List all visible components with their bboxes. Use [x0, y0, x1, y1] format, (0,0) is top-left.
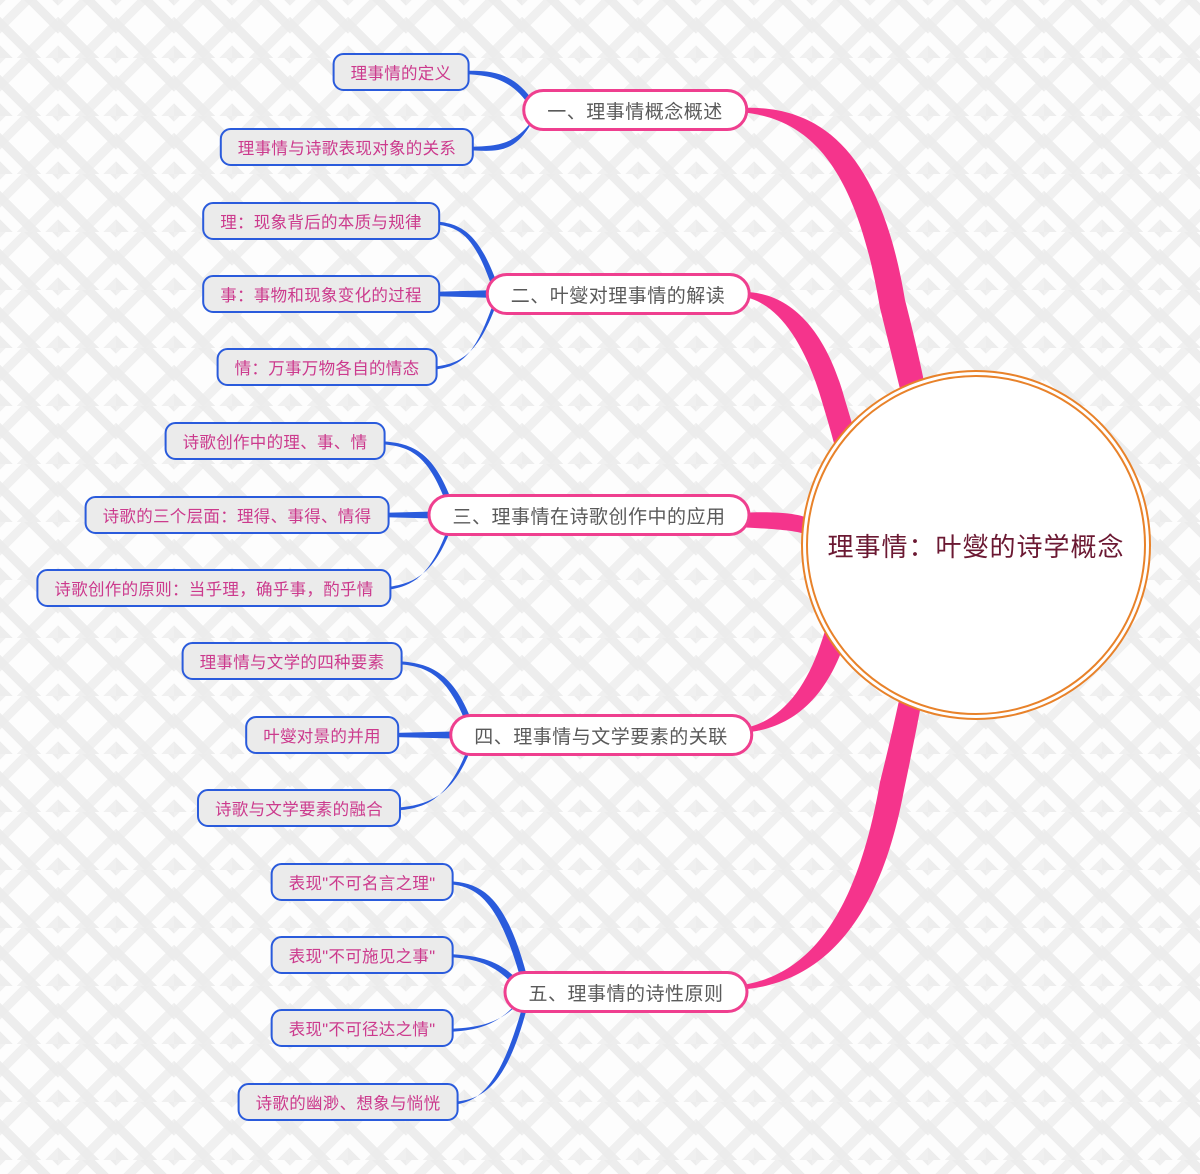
leaf-node-3-3[interactable]: 诗歌创作的原则：当乎理，确乎事，酌乎情 — [36, 569, 392, 607]
branch-node-5-label: 五、理事情的诗性原则 — [528, 983, 724, 1005]
leaf-node-2-3-label: 情：万事万物各自的情态 — [234, 360, 420, 378]
leaf-node-2-1-label: 理：现象背后的本质与规律 — [220, 214, 422, 232]
leaf-node-4-1-label: 理事情与文学的四种要素 — [199, 654, 385, 672]
leaf-node-5-3-label: 表现"不可径达之情" — [288, 1021, 436, 1039]
leaf-node-4-3-label: 诗歌与文学要素的融合 — [215, 801, 383, 819]
leaf-node-5-1-label: 表现"不可名言之理" — [288, 875, 436, 893]
branch-node-1[interactable]: 一、理事情概念概述 — [522, 89, 748, 131]
branch-node-4[interactable]: 四、理事情与文学要素的关联 — [449, 714, 753, 756]
leaf-connector-5-4 — [449, 1004, 528, 1105]
leaf-node-1-1-label: 理事情的定义 — [350, 65, 452, 83]
leaf-node-4-1[interactable]: 理事情与文学的四种要素 — [181, 642, 403, 680]
trunk-connector-1 — [740, 107, 932, 438]
leaf-node-5-4[interactable]: 诗歌的幽渺、想象与惝恍 — [237, 1083, 459, 1121]
leaf-node-5-2[interactable]: 表现"不可施见之事" — [270, 936, 454, 974]
branch-node-3-label: 三、理事情在诗歌创作中的应用 — [452, 506, 726, 528]
leaf-node-4-2[interactable]: 叶燮对景的并用 — [245, 716, 399, 754]
branch-node-2-label: 二、叶燮对理事情的解读 — [510, 285, 726, 307]
leaf-node-2-2[interactable]: 事：事物和现象变化的过程 — [202, 275, 440, 313]
leaf-node-3-1-label: 诗歌创作中的理、事、情 — [182, 434, 368, 452]
leaf-node-5-2-label: 表现"不可施见之事" — [288, 948, 436, 966]
leaf-node-4-3[interactable]: 诗歌与文学要素的融合 — [197, 789, 401, 827]
root-node-label: 理事情：叶燮的诗学概念 — [827, 531, 1125, 562]
leaf-node-5-1[interactable]: 表现"不可名言之理" — [270, 863, 454, 901]
root-node[interactable]: 理事情：叶燮的诗学概念 — [806, 375, 1146, 715]
leaf-node-3-3-label: 诗歌创作的原则：当乎理，确乎事，酌乎情 — [54, 581, 374, 599]
branch-node-4-label: 四、理事情与文学要素的关联 — [474, 726, 728, 748]
branch-node-5[interactable]: 五、理事情的诗性原则 — [503, 971, 749, 1013]
leaf-node-2-2-label: 事：事物和现象变化的过程 — [220, 287, 422, 305]
leaf-connector-2-3 — [429, 300, 498, 370]
leaf-node-1-2-label: 理事情与诗歌表现对象的关系 — [237, 140, 457, 158]
branch-node-2[interactable]: 二、叶燮对理事情的解读 — [485, 273, 751, 315]
leaf-node-3-1[interactable]: 诗歌创作中的理、事、情 — [164, 422, 386, 460]
leaf-node-3-2[interactable]: 诗歌的三个层面：理得、事得、情得 — [84, 496, 390, 534]
leaf-node-5-3[interactable]: 表现"不可径达之情" — [270, 1009, 454, 1047]
leaf-node-1-1[interactable]: 理事情的定义 — [332, 53, 470, 91]
leaf-connector-5-1 — [445, 881, 528, 984]
leaf-node-2-3[interactable]: 情：万事万物各自的情态 — [216, 348, 438, 386]
leaf-node-2-1[interactable]: 理：现象背后的本质与规律 — [202, 202, 440, 240]
leaf-node-5-4-label: 诗歌的幽渺、想象与惝恍 — [255, 1095, 441, 1113]
trunk-connector-5 — [736, 654, 928, 990]
branch-node-3[interactable]: 三、理事情在诗歌创作中的应用 — [427, 494, 751, 536]
leaf-node-4-2-label: 叶燮对景的并用 — [263, 728, 381, 746]
leaf-node-1-2[interactable]: 理事情与诗歌表现对象的关系 — [219, 128, 475, 166]
branch-node-1-label: 一、理事情概念概述 — [547, 101, 723, 123]
leaf-node-3-2-label: 诗歌的三个层面：理得、事得、情得 — [102, 508, 372, 526]
